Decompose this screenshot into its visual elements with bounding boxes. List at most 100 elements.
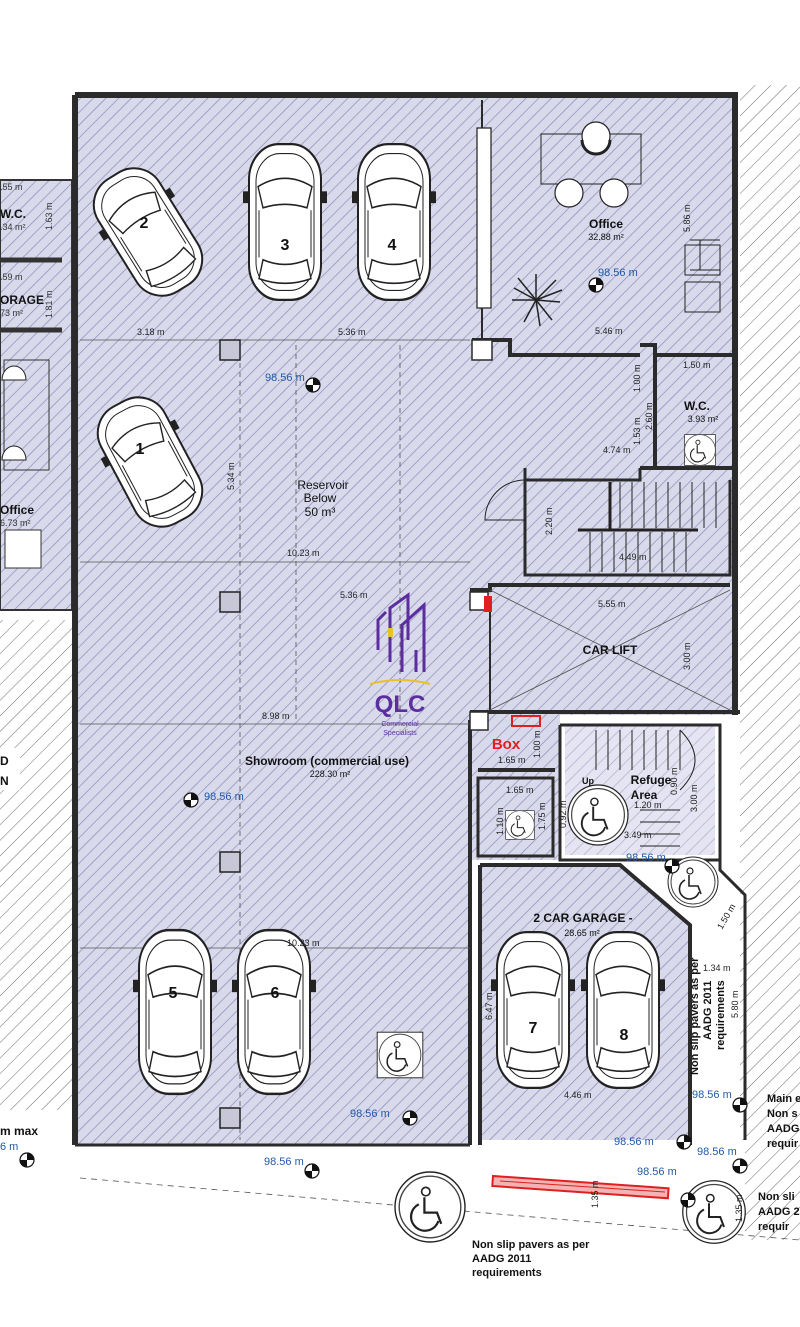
- wheelchair-icon: [684, 434, 716, 466]
- entrance-markers: [484, 596, 670, 1200]
- neighbor-property: W.C. .34 m² ORAGE 73 m² Office 6.73 m² .…: [0, 179, 73, 1168]
- dim-300-lift: 3.00 m: [682, 642, 692, 670]
- dim-580: 5.80 m: [730, 990, 740, 1018]
- car-3: [241, 142, 329, 302]
- car-number-5: 5: [169, 985, 178, 1002]
- pavers-note-line2: AADG 2011: [702, 981, 714, 1040]
- room-showroom-name: Showroom (commercial use): [245, 754, 409, 768]
- pavers-note-line1: Non slip pavers as per: [689, 957, 701, 1075]
- garage-area: 28.65 m²: [564, 928, 600, 938]
- refuge-line2: Area: [631, 788, 658, 802]
- dim-100-wc: 1.00 m: [632, 364, 642, 392]
- dim-349: 3.49 m: [624, 830, 652, 840]
- walls: [72, 92, 747, 1147]
- car-number-2: 2: [140, 215, 149, 232]
- car-6: [230, 928, 318, 1096]
- level-office: 98.56 m: [598, 267, 638, 279]
- dim-134: 1.34 m: [703, 963, 731, 973]
- dim-165-wc: 1.65 m: [506, 785, 534, 795]
- dim-898: 8.98 m: [262, 711, 290, 721]
- dim-100-box: 1.00 m: [532, 730, 542, 758]
- car-number-1: 1: [136, 441, 145, 458]
- right-note-line2: AADG 2: [758, 1206, 800, 1218]
- dim-536-mid: 5.36 m: [340, 590, 368, 600]
- dim-135-left: 1.35 m: [590, 1180, 600, 1208]
- dim-546: 5.46 m: [595, 326, 623, 336]
- car-8: [579, 930, 667, 1090]
- main-entry-note-line4: requir: [767, 1138, 799, 1150]
- neighbor-max: m max: [0, 1124, 38, 1138]
- neighbor-dim-181: 1.81 m: [44, 290, 54, 318]
- main-entry-note-line2: Non s: [767, 1108, 798, 1120]
- right-note-line3: requir: [758, 1221, 790, 1233]
- dim-220: 2.20 m: [544, 507, 554, 535]
- box-label: Box: [492, 736, 521, 753]
- neighbor-dim-59: .59 m: [0, 272, 23, 282]
- level-front: 98.56 m: [264, 1156, 304, 1168]
- car-5: [131, 928, 219, 1096]
- neighbor-wc-label: W.C.: [0, 207, 26, 221]
- car-4: [350, 142, 438, 302]
- neighbor-dim-55: .55 m: [0, 182, 23, 192]
- car-number-4: 4: [388, 237, 397, 254]
- level-footpath: 98.56 m: [637, 1166, 677, 1178]
- dim-536-top: 5.36 m: [338, 327, 366, 337]
- pavers-note-line3: requirements: [715, 980, 727, 1050]
- main-entry-note-line1: Main e: [767, 1093, 800, 1105]
- room-wc-name: W.C.: [684, 399, 710, 413]
- room-wc-area: 3.93 m²: [688, 414, 719, 424]
- car-7: [489, 930, 577, 1090]
- dim-1023-mid: 10.23 m: [287, 548, 320, 558]
- right-note-line1: Non sli: [758, 1191, 795, 1203]
- level-refuge: 98.56 m: [626, 852, 666, 864]
- room-office-name: Office: [589, 217, 623, 231]
- wheelchair-icon: [567, 784, 629, 846]
- neighbor-office-area: 6.73 m²: [0, 518, 31, 528]
- dim-446: 4.46 m: [564, 1090, 592, 1100]
- car-number-3: 3: [281, 237, 290, 254]
- car-number-7: 7: [529, 1020, 538, 1037]
- refuge-line1: Refuge: [631, 773, 672, 787]
- dim-135-right: 1.35 m: [734, 1194, 744, 1222]
- neighbor-office-label: Office: [0, 503, 34, 517]
- dim-555: 5.55 m: [598, 599, 626, 609]
- neighbor-wc-area: .34 m²: [0, 222, 26, 232]
- wheelchair-icon: [394, 1171, 466, 1243]
- dim-260: 2.60 m: [644, 402, 654, 430]
- logo-tagline-1: Commercial: [381, 721, 419, 728]
- dim-1023-bottom: 10.23 m: [287, 938, 320, 948]
- dim-150-wc: 1.50 m: [683, 360, 711, 370]
- dim-449: 4.49 m: [619, 552, 647, 562]
- neighbor-storage-label: ORAGE: [0, 293, 44, 307]
- wheelchair-icon: [505, 810, 535, 840]
- stair-up-label: Up: [582, 776, 594, 786]
- wheelchair-icons: [376, 434, 746, 1244]
- exterior-hatch: [0, 85, 800, 1240]
- dim-110: 1.10 m: [495, 807, 505, 835]
- dim-092: 0.92 m: [558, 800, 568, 828]
- reservoir-line2: Below: [304, 491, 337, 505]
- neighbor-d2: N: [0, 774, 9, 788]
- dim-175: 1.75 m: [537, 802, 547, 830]
- neighbor-dim-163: 1.63 m: [44, 202, 54, 230]
- bottom-note-line1: Non slip pavers as per: [472, 1239, 590, 1251]
- room-showroom-area: 228.30 m²: [310, 769, 351, 779]
- office-furniture: [512, 121, 642, 327]
- bottom-note-line3: requirements: [472, 1267, 542, 1279]
- dim-318: 3.18 m: [137, 327, 165, 337]
- wheelchair-icon: [682, 1180, 746, 1244]
- level-reservoir: 98.56 m: [265, 372, 305, 384]
- main-entry-note-line3: AADG: [767, 1123, 799, 1135]
- level-side: 98.56 m: [692, 1089, 732, 1101]
- car-lift-label: CAR LIFT: [583, 643, 638, 657]
- neighbor-level: 6 m: [0, 1141, 18, 1153]
- logo-tagline-2: Specialists: [383, 730, 417, 737]
- wheelchair-icon: [667, 856, 719, 908]
- staircase: [578, 482, 717, 847]
- neighbor-storage-area: 73 m²: [0, 308, 23, 318]
- dim-647: 6.47 m: [484, 992, 494, 1020]
- car-number-8: 8: [620, 1027, 629, 1044]
- dim-165-box: 1.65 m: [498, 755, 526, 765]
- garage-name: 2 CAR GARAGE -: [533, 911, 632, 925]
